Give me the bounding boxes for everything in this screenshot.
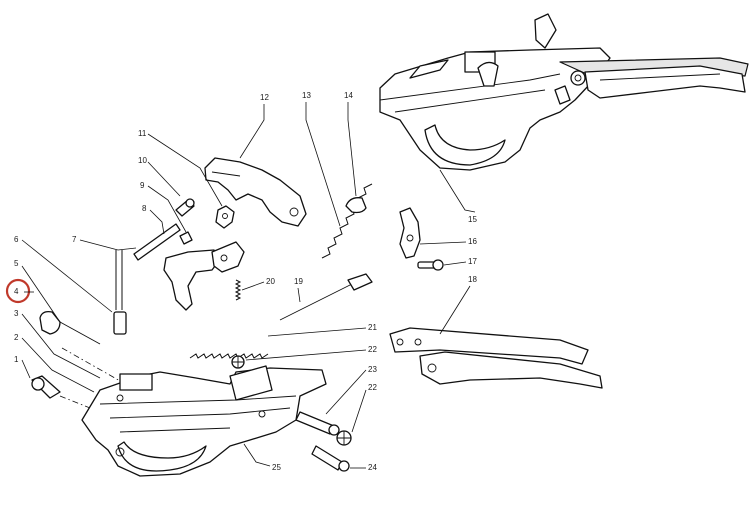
leader-11 bbox=[147, 133, 223, 207]
callout-8: 8 bbox=[142, 204, 147, 213]
callout-9: 9 bbox=[140, 181, 145, 190]
part-13-spring bbox=[321, 183, 373, 259]
callout-10: 10 bbox=[138, 156, 147, 165]
part-24-screw bbox=[311, 445, 350, 472]
part-5-pin bbox=[59, 321, 101, 345]
part-22-clip-upper bbox=[231, 355, 245, 369]
part-18-lever bbox=[389, 327, 603, 389]
leader-9 bbox=[147, 185, 187, 233]
callout-2: 2 bbox=[14, 333, 19, 342]
leader-17 bbox=[443, 261, 467, 266]
callout-17: 17 bbox=[468, 257, 477, 266]
callout-14: 14 bbox=[344, 91, 353, 100]
callout-6: 6 bbox=[14, 235, 19, 244]
leader-5 bbox=[21, 265, 61, 323]
leader-20 bbox=[241, 281, 265, 291]
callout-3: 3 bbox=[14, 309, 19, 318]
leader-8 bbox=[149, 209, 165, 235]
part-7-pins bbox=[115, 250, 123, 310]
part-10-pin bbox=[175, 198, 195, 217]
leader-7 bbox=[79, 239, 137, 251]
part-20-spring bbox=[234, 279, 242, 301]
part-19-rod bbox=[279, 273, 373, 321]
leader-22-upper bbox=[245, 349, 367, 361]
callout-11: 11 bbox=[138, 129, 147, 138]
leader-16 bbox=[419, 241, 467, 245]
part-25-housing bbox=[81, 365, 327, 477]
leader-25 bbox=[243, 443, 271, 467]
callout-24: 24 bbox=[368, 463, 377, 472]
callout-22-lower: 22 bbox=[368, 383, 377, 392]
part-1-screw bbox=[31, 375, 61, 399]
callout-12: 12 bbox=[260, 93, 269, 102]
part-21-spring bbox=[189, 353, 269, 359]
part-23-pin bbox=[295, 411, 340, 436]
part-9-pin bbox=[179, 231, 193, 245]
leader-19 bbox=[297, 287, 301, 303]
part-17-screw bbox=[417, 259, 444, 271]
leader-6 bbox=[21, 239, 113, 313]
leader-23 bbox=[325, 369, 367, 415]
leader-18 bbox=[439, 285, 471, 335]
leader-13 bbox=[305, 102, 341, 227]
callout-4: 4 bbox=[14, 287, 19, 296]
callout-21: 21 bbox=[368, 323, 377, 332]
leader-14 bbox=[347, 102, 357, 197]
leader-3 bbox=[21, 313, 101, 379]
callout-19: 19 bbox=[294, 277, 303, 286]
assembled-trigger-housing bbox=[379, 13, 749, 171]
callout-1: 1 bbox=[14, 355, 19, 364]
callout-13: 13 bbox=[302, 91, 311, 100]
leader-1 bbox=[21, 359, 31, 379]
part-11-disconnector bbox=[215, 205, 235, 229]
callout-18: 18 bbox=[468, 275, 477, 284]
leader-12 bbox=[239, 104, 265, 159]
trigger bbox=[163, 241, 245, 311]
leader-15 bbox=[439, 169, 476, 213]
leader-2 bbox=[21, 337, 95, 393]
part-22-clip-lower bbox=[336, 430, 352, 446]
callout-23: 23 bbox=[368, 365, 377, 374]
leader-21 bbox=[267, 327, 367, 337]
part-14-cap bbox=[345, 197, 367, 214]
callout-7: 7 bbox=[72, 235, 77, 244]
callout-5: 5 bbox=[14, 259, 19, 268]
leader-22-lower bbox=[351, 389, 367, 433]
part-6-plunger bbox=[113, 311, 127, 335]
highlight-circle-4 bbox=[5, 278, 31, 304]
callout-25: 25 bbox=[272, 463, 281, 472]
part-8-rod bbox=[133, 223, 181, 261]
callout-22-upper: 22 bbox=[368, 345, 377, 354]
part-4-bushing bbox=[39, 310, 61, 335]
leader-10 bbox=[147, 161, 181, 197]
part-16-hammer bbox=[399, 207, 421, 259]
callout-20: 20 bbox=[266, 277, 275, 286]
part-12-sear bbox=[204, 157, 307, 227]
callout-15: 15 bbox=[468, 215, 477, 224]
callout-16: 16 bbox=[468, 237, 477, 246]
